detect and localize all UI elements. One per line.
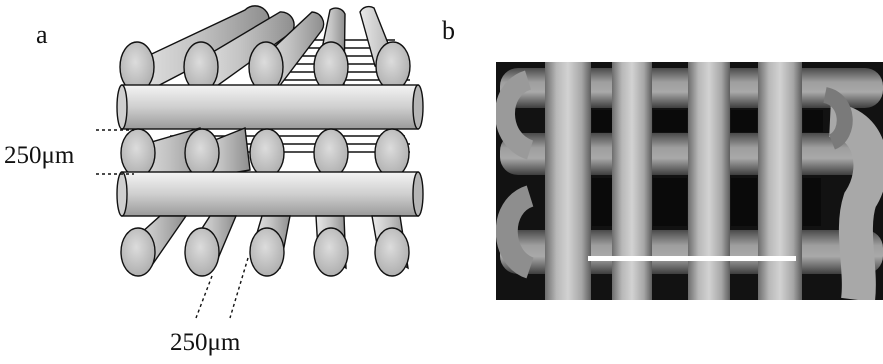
horizontal-rod-upper — [117, 85, 423, 129]
scale-bar — [588, 256, 796, 261]
sem-micrograph — [496, 62, 883, 300]
scaffold-schematic — [117, 6, 423, 276]
top-layer-rods — [120, 6, 410, 92]
horizontal-rod-lower — [117, 172, 423, 216]
bottom-layer-rods — [121, 216, 409, 276]
